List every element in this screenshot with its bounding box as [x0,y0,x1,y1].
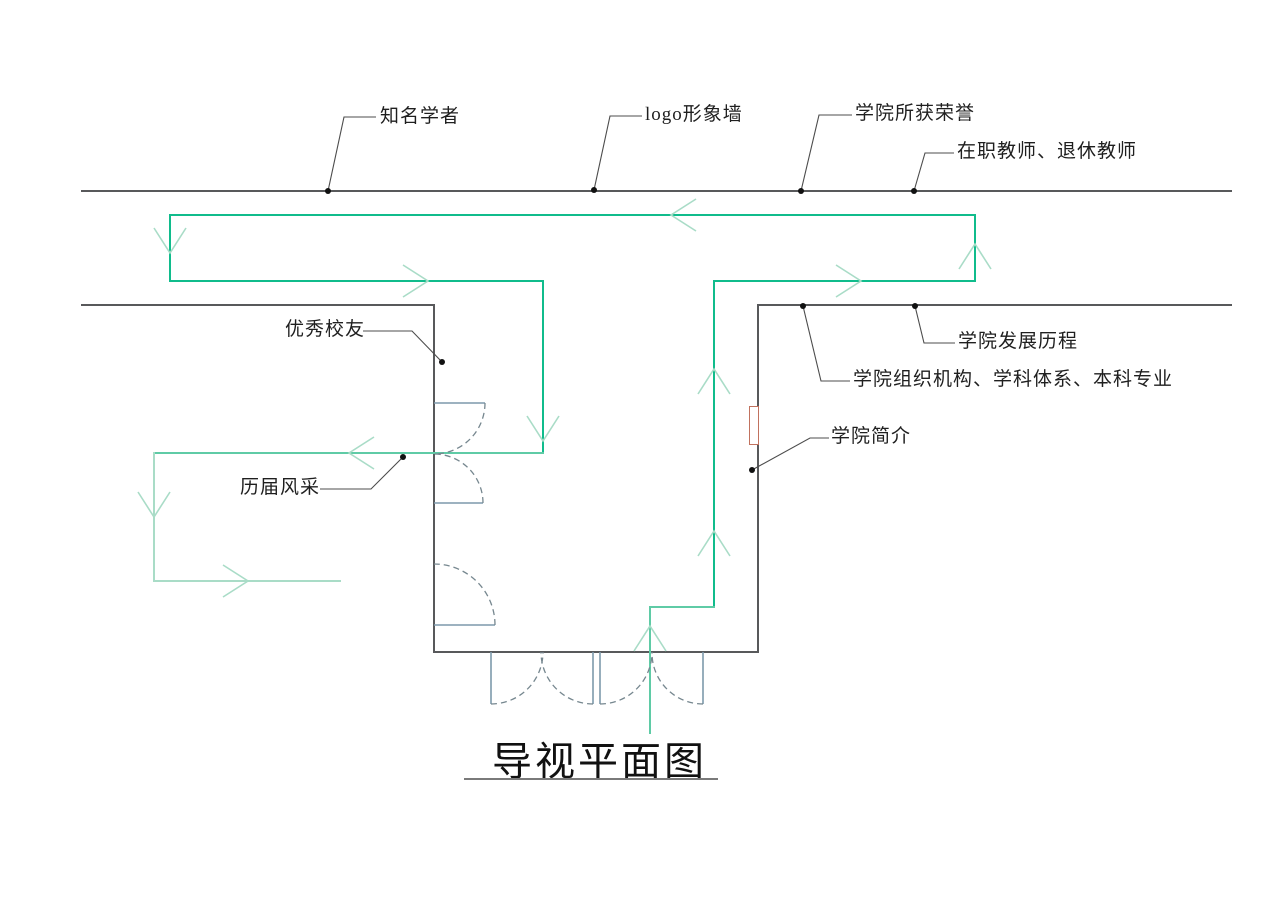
wall-middle-right [757,304,1232,306]
anchor-dot [798,188,804,194]
callout-organization: 学院组织机构、学科体系、本科专业 [853,369,1174,390]
arrow-right-icon [222,564,250,598]
callout-logo-wall: logo形象墙 [645,104,743,125]
leader-line [802,305,850,382]
arrow-down-icon [137,491,171,519]
leader-line [363,330,443,363]
arrow-up-icon [633,624,667,652]
callout-teachers: 在职教师、退休教师 [957,141,1138,162]
anchor-dot [325,188,331,194]
leader-line [593,115,642,191]
flow-line-left-vertical [169,214,171,282]
leader-line [327,116,376,192]
arrow-down-icon [153,227,187,255]
wall-vertical-left [433,304,435,653]
flow-line-entry-connector [649,606,715,608]
door-arc [433,563,496,626]
anchor-dot [591,187,597,193]
door-arc [433,453,484,504]
anchor-dot [439,359,445,365]
callout-anchor-dots [325,187,918,473]
flow-line-entry-vertical [649,606,651,734]
door-swing-arcs [433,402,704,705]
door-arc [599,651,653,705]
door-arc [490,651,544,705]
arrow-down-icon [526,415,560,443]
flow-line-mid-left [169,280,544,282]
leader-line [320,456,404,490]
callout-outstanding-alumni: 优秀校友 [285,319,366,340]
callout-college-intro: 学院简介 [831,426,912,447]
callout-famous-scholars: 知名学者 [380,106,461,127]
door-arc [651,651,704,705]
arrow-up-icon [697,529,731,557]
leader-line [751,437,829,471]
arrow-right-icon [402,264,430,298]
arrow-left-icon [669,198,697,232]
callout-college-honors: 学院所获荣誉 [855,103,976,124]
sign-location-marker [749,406,759,445]
wall-middle-left [81,304,434,306]
page-title: 导视平面图 [492,739,707,784]
flow-line-right-vertical [974,214,976,282]
anchor-dot [911,188,917,194]
arrow-up-icon [958,242,992,270]
anchor-dot [912,303,918,309]
leader-line [913,152,954,192]
title-underline [464,778,718,780]
flow-line-top [169,214,976,216]
flow-line-mid-right [713,280,976,282]
door-leaves [434,402,704,704]
arrow-up-icon [697,367,731,395]
leader-line [914,305,955,344]
leader-line [800,114,852,192]
callout-leaders [320,114,955,490]
wall-vertical-right [757,304,759,653]
arrow-left-icon [347,436,375,470]
anchor-dot [400,454,406,460]
flow-arrows [137,198,992,652]
arrow-right-icon [835,264,863,298]
door-arc [540,651,594,705]
callout-past-glory: 历届风采 [240,477,321,498]
wall-bottom [433,651,759,653]
door-arc [433,402,486,455]
flow-line-drop-center [542,280,544,454]
anchor-dot [749,467,755,473]
anchor-dot [800,303,806,309]
callout-development-history: 学院发展历程 [958,331,1079,352]
flow-line-corridor-vertical [713,280,715,608]
wall-top [81,190,1232,192]
